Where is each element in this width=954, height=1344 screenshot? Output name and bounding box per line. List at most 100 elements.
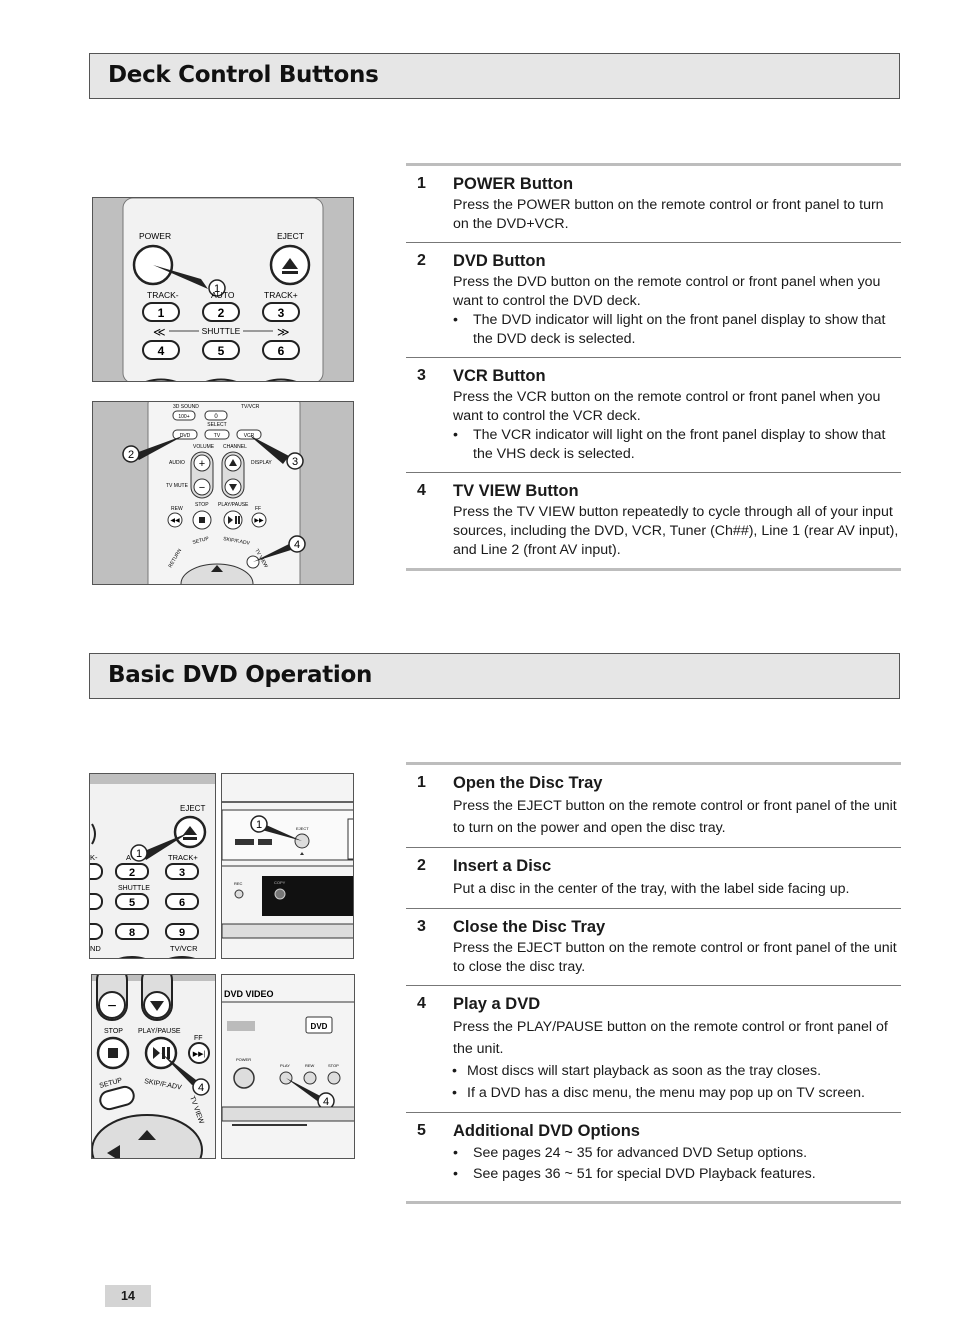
- svg-text:▶▶|: ▶▶|: [193, 1051, 206, 1058]
- svg-text:ND: ND: [90, 944, 101, 953]
- svg-text:4: 4: [323, 1096, 329, 1108]
- step-bullet: The DVD indicator will light on the fron…: [453, 311, 901, 349]
- step-bullet: See pages 36 ~ 51 for special DVD Playba…: [453, 1164, 901, 1185]
- dvd-section-header: Basic DVD Operation: [89, 653, 900, 699]
- dvd-step-options: 5 Additional DVD Options See pages 24 ~ …: [406, 1113, 901, 1204]
- deck-steps: 1 POWER Button Press the POWER button on…: [406, 163, 901, 571]
- svg-text:2: 2: [218, 306, 225, 320]
- svg-text:AUDIO: AUDIO: [169, 460, 185, 466]
- svg-text:100+: 100+: [178, 414, 189, 420]
- step-body: Press the EJECT button on the remote con…: [453, 798, 897, 836]
- step-body: Press the PLAY/PAUSE button on the remot…: [453, 1019, 888, 1057]
- remote-play-illustration: − STOP PLAY/PAUSE FF ▶▶| SETUP SKIP/F.AD…: [91, 974, 216, 1159]
- dvd-step-open-tray: 1 Open the Disc Tray Press the EJECT but…: [406, 765, 901, 848]
- step-title: Insert a Disc: [453, 857, 552, 875]
- svg-text:DISPLAY: DISPLAY: [251, 460, 272, 466]
- svg-text:≫: ≫: [277, 325, 290, 339]
- svg-text:1: 1: [256, 819, 262, 831]
- panel-play-illustration: DVD VIDEO DVD POWER PLAY REW STOP 4: [221, 974, 355, 1159]
- step-title: DVD Button: [453, 252, 546, 270]
- remote-deck-illustration: 3D SOUND TV/VCR 100+ 0 SELECT DVD TV VCR…: [92, 401, 354, 585]
- step-bullet: See pages 24 ~ 35 for advanced DVD Setup…: [453, 1143, 901, 1164]
- step-title: Play a DVD: [453, 995, 541, 1013]
- svg-text:TV MUTE: TV MUTE: [166, 483, 189, 489]
- svg-text:−: −: [199, 482, 205, 494]
- svg-text:COPY: COPY: [274, 880, 286, 885]
- svg-text:CHANNEL: CHANNEL: [223, 444, 247, 450]
- svg-text:4: 4: [158, 344, 165, 358]
- dvd-step-play: 4 Play a DVD Press the PLAY/PAUSE button…: [406, 986, 901, 1113]
- svg-text:A: A: [126, 853, 131, 862]
- svg-text:5: 5: [129, 897, 135, 909]
- svg-text:TV/VCR: TV/VCR: [241, 404, 260, 410]
- step-body: Press the POWER button on the remote con…: [453, 197, 884, 232]
- svg-text:SHUTTLE: SHUTTLE: [202, 326, 241, 336]
- svg-text:STOP: STOP: [328, 1063, 339, 1068]
- svg-text:PLAY: PLAY: [280, 1063, 290, 1068]
- svg-text:REW: REW: [305, 1063, 315, 1068]
- svg-text:0: 0: [214, 414, 218, 420]
- remote-eject-illustration: EJECT 1 K- A TRACK+ 2 3 5 6 8 9 SHUTTLE …: [89, 773, 216, 959]
- svg-text:TRACK+: TRACK+: [264, 290, 298, 300]
- step-title: VCR Button: [453, 367, 546, 385]
- svg-text:2: 2: [129, 867, 135, 879]
- svg-text:DVD: DVD: [311, 1022, 328, 1031]
- svg-text:6: 6: [278, 344, 285, 358]
- svg-text:≪: ≪: [153, 325, 166, 339]
- step-title: Open the Disc Tray: [453, 774, 603, 792]
- svg-text:REC: REC: [234, 881, 243, 886]
- step-bullet: The VCR indicator will light on the fron…: [453, 426, 901, 464]
- svg-text:SKIP/F.ADV: SKIP/F.ADV: [223, 536, 251, 547]
- deck-section-title: Deck Control Buttons: [108, 62, 379, 88]
- svg-text:TRACK-: TRACK-: [147, 290, 179, 300]
- svg-text:3: 3: [278, 306, 285, 320]
- svg-text:DVD VIDEO: DVD VIDEO: [224, 989, 274, 999]
- svg-text:VOLUME: VOLUME: [193, 444, 215, 450]
- svg-text:8: 8: [129, 927, 135, 939]
- panel-eject-illustration: EJECT 1 REC COPY: [221, 773, 354, 959]
- deck-section-header: Deck Control Buttons: [89, 53, 900, 99]
- svg-text:VCR: VCR: [244, 433, 255, 439]
- deck-step-power: 1 POWER Button Press the POWER button on…: [406, 166, 901, 243]
- svg-text:▶▶: ▶▶: [254, 518, 264, 524]
- svg-text:FF: FF: [255, 506, 261, 512]
- step-title: TV VIEW Button: [453, 482, 579, 500]
- svg-text:◀◀: ◀◀: [170, 518, 180, 524]
- dvd-steps: 1 Open the Disc Tray Press the EJECT but…: [406, 762, 901, 1204]
- step-body: Press the DVD button on the remote contr…: [453, 274, 881, 309]
- svg-text:6: 6: [179, 897, 185, 909]
- step-bullet: Most discs will start playback as soon a…: [452, 1060, 901, 1082]
- deck-step-vcr: 3 VCR Button Press the VCR button on the…: [406, 358, 901, 473]
- svg-text:FF: FF: [194, 1035, 203, 1042]
- dvd-step-insert-disc: 2 Insert a Disc Put a disc in the center…: [406, 848, 901, 909]
- svg-text:EJECT: EJECT: [296, 826, 309, 831]
- deck-step-tvview: 4 TV VIEW Button Press the TV VIEW butto…: [406, 473, 901, 571]
- svg-text:5: 5: [218, 344, 225, 358]
- svg-text:STOP: STOP: [195, 502, 209, 508]
- page-number: 14: [105, 1285, 151, 1307]
- svg-text:4: 4: [294, 539, 300, 551]
- svg-text:+: +: [199, 458, 205, 470]
- svg-text:PLAY/PAUSE: PLAY/PAUSE: [138, 1028, 181, 1035]
- svg-text:−: −: [107, 998, 116, 1015]
- svg-text:3D SOUND: 3D SOUND: [173, 404, 199, 410]
- svg-text:K-: K-: [90, 853, 98, 862]
- step-body: Press the EJECT button on the remote con…: [453, 940, 897, 975]
- svg-text:9: 9: [179, 927, 185, 939]
- eject-label: EJECT: [277, 231, 304, 241]
- svg-text:1: 1: [158, 306, 165, 320]
- svg-text:PLAY/PAUSE: PLAY/PAUSE: [218, 502, 249, 508]
- svg-text:TV VIEW: TV VIEW: [188, 1095, 205, 1125]
- power-label: POWER: [139, 231, 171, 241]
- svg-text:STOP: STOP: [104, 1028, 123, 1035]
- step-title: Additional DVD Options: [453, 1122, 640, 1140]
- step-title: Close the Disc Tray: [453, 918, 606, 936]
- svg-text:TV/VCR: TV/VCR: [170, 944, 198, 953]
- svg-text:2: 2: [128, 449, 134, 461]
- svg-text:DVD: DVD: [180, 433, 191, 439]
- svg-text:EJECT: EJECT: [180, 804, 205, 813]
- svg-text:1: 1: [214, 283, 220, 295]
- step-body: Put a disc in the center of the tray, wi…: [453, 881, 850, 897]
- dvd-section-title: Basic DVD Operation: [108, 662, 373, 688]
- deck-step-dvd: 2 DVD Button Press the DVD button on the…: [406, 243, 901, 358]
